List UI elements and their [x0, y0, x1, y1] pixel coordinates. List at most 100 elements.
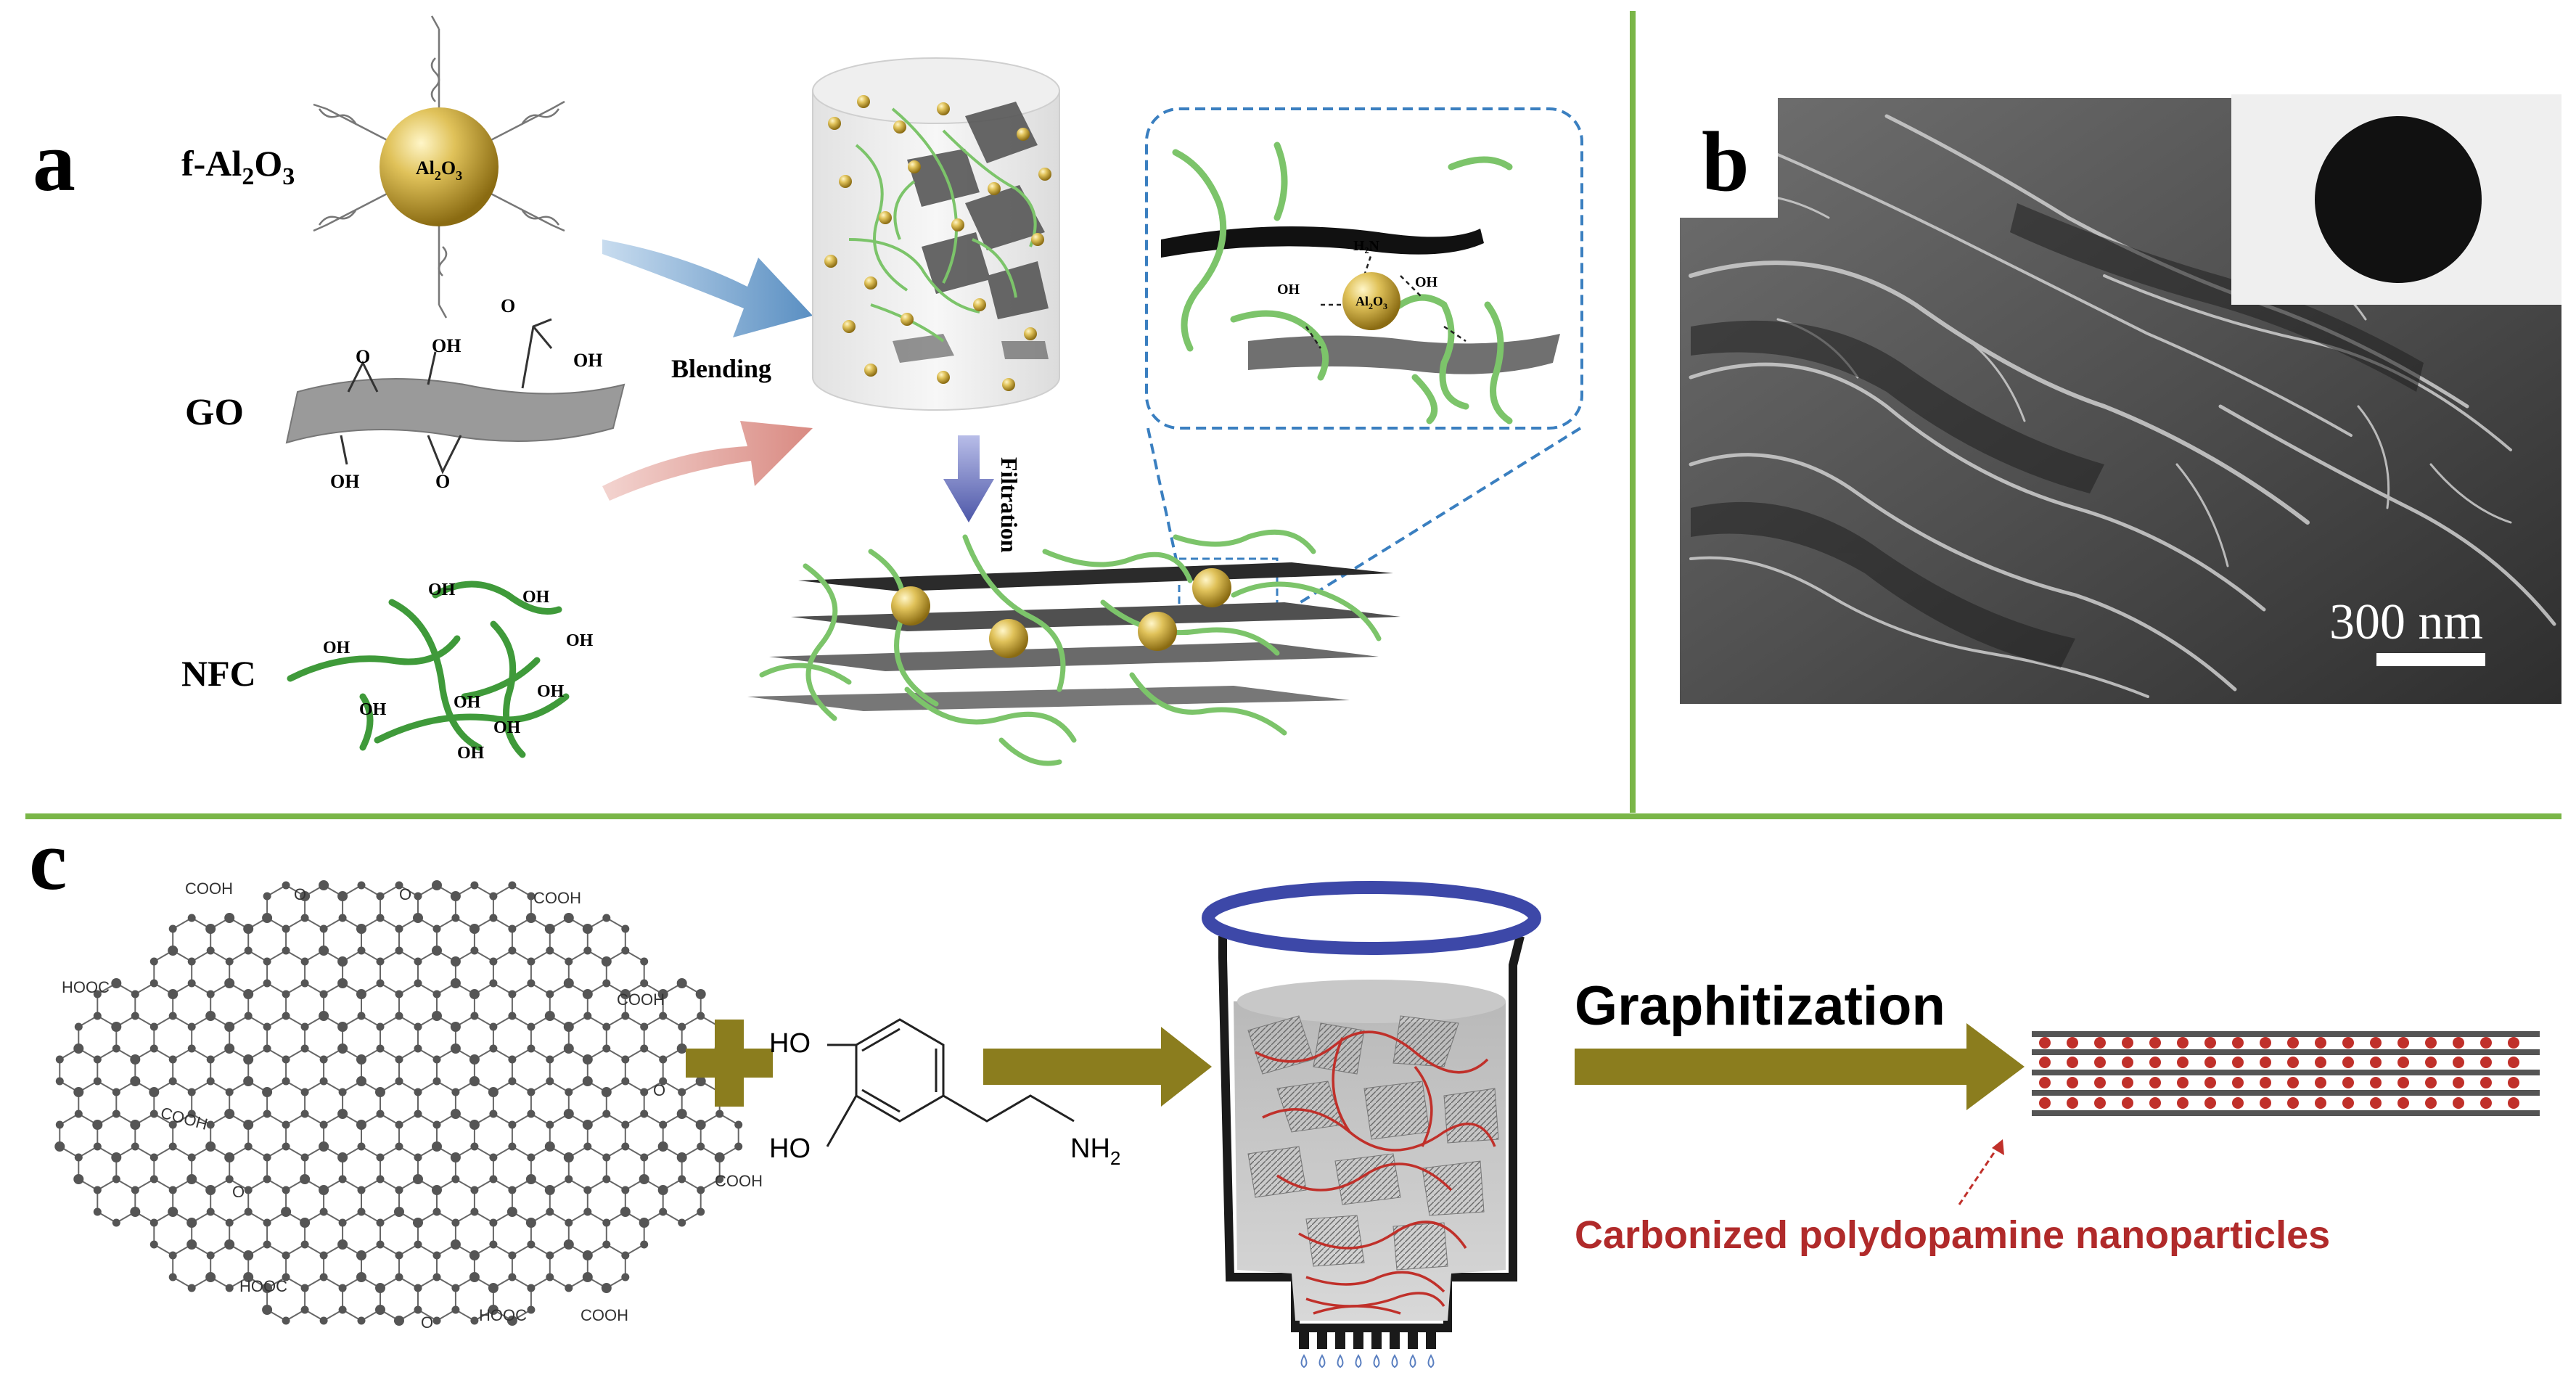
lattice-atom [149, 957, 158, 966]
carbon-nanoparticle [2342, 1097, 2354, 1109]
panel-b: b 300 nm [1680, 94, 2561, 704]
lattice-atom [243, 1076, 254, 1086]
lattice-atom [414, 1022, 422, 1031]
lattice-atom [356, 1120, 366, 1130]
carbon-nanoparticle [2232, 1077, 2244, 1088]
carbon-nanoparticle [2094, 1037, 2106, 1049]
lattice-atom [697, 1012, 705, 1020]
lattice-atom [582, 1076, 593, 1086]
lattice-atom [130, 1207, 141, 1217]
lattice-atom [602, 1110, 611, 1118]
lattice-atom [414, 1044, 422, 1053]
annotation-arrowhead [1992, 1139, 2004, 1155]
panel-b-letter-box [1680, 94, 1778, 218]
lattice-atom [469, 989, 480, 999]
lattice-atom [130, 1120, 141, 1130]
lattice-atom [319, 1207, 328, 1216]
lattice-atom [432, 1185, 442, 1195]
zoom-box [1145, 107, 1583, 430]
lattice-atom [527, 1110, 536, 1118]
lattice-atom [414, 1284, 422, 1292]
lattice-atom [546, 1207, 554, 1216]
lattice-atom [74, 1022, 83, 1031]
lattice-atom [282, 1120, 290, 1129]
carbon-nanoparticle [2287, 1097, 2299, 1109]
lattice-atom [395, 1077, 403, 1086]
lattice-atom [621, 924, 630, 933]
panel-a-letter: a [33, 114, 75, 209]
lattice-atom [225, 957, 234, 966]
lattice-atom [375, 1087, 385, 1097]
lattice-atom [300, 1240, 309, 1249]
dopamine-nh2: NH2 [1070, 1133, 1120, 1169]
lattice-atom [432, 924, 441, 933]
go-oh-1: OH [432, 335, 461, 356]
lattice-atom [583, 1012, 592, 1020]
graphene-layer [2032, 1049, 2540, 1055]
lattice-atom [450, 1043, 461, 1054]
lattice-atom [224, 1239, 235, 1250]
blending-cylinder [812, 57, 1060, 411]
lattice-atom [544, 1141, 555, 1152]
carbon-nanoparticle [2508, 1097, 2519, 1109]
lattice-atom [565, 957, 573, 966]
lattice-atom [187, 1153, 196, 1162]
lattice-atom [300, 1110, 309, 1118]
lattice-atom [601, 956, 612, 967]
go-cooh-1: COOH [185, 879, 233, 898]
lattice-atom [563, 1109, 574, 1119]
lattice-atom [489, 957, 498, 966]
lattice-atom [582, 1250, 593, 1260]
lattice-atom [489, 1175, 498, 1184]
lattice-atom [300, 914, 309, 922]
lattice-atom [281, 1207, 292, 1217]
carbon-nanoparticle [2122, 1037, 2133, 1049]
lattice-atom [130, 1054, 141, 1065]
lattice-atom [168, 989, 179, 999]
lattice-atom [168, 1055, 177, 1064]
lattice-atom [319, 1185, 329, 1195]
carbon-nanoparticle [2453, 1097, 2464, 1109]
lattice-atom [206, 990, 215, 998]
lattice-atom [395, 1055, 403, 1064]
lattice-atom [205, 924, 216, 934]
lattice-atom [131, 1142, 139, 1151]
lattice-atom [621, 1142, 630, 1151]
lattice-atom [186, 1218, 197, 1228]
carbon-nanoparticle [2480, 1077, 2492, 1088]
lattice-atom [565, 1175, 573, 1184]
lattice-atom [337, 891, 348, 901]
lattice-atom [282, 924, 290, 933]
carbon-nanoparticle [2260, 1077, 2271, 1088]
lattice-atom [413, 1174, 423, 1184]
lattice-atom [244, 946, 253, 955]
lattice-atom [376, 1218, 385, 1227]
graphitization-label: Graphitization [1575, 975, 1945, 1037]
lattice-atom [640, 1240, 649, 1249]
lattice-atom [187, 1022, 196, 1031]
go-cooh-3: COOH [617, 991, 665, 1009]
lattice-atom [527, 1044, 536, 1053]
lattice-atom [168, 1186, 177, 1194]
lattice-atom [112, 1044, 120, 1053]
nfc-oh-4: OH [323, 639, 350, 657]
carbon-nanoparticle [2067, 1077, 2078, 1088]
lattice-atom [602, 1240, 611, 1249]
carbon-nanoparticle [2453, 1037, 2464, 1049]
lattice-atom [432, 1207, 441, 1216]
lattice-atom [300, 979, 309, 988]
lattice-atom [451, 1175, 460, 1184]
carbon-nanoparticle [2315, 1077, 2326, 1088]
lattice-atom [319, 1316, 328, 1325]
lattice-atom [131, 1012, 139, 1020]
lattice-atom [243, 989, 254, 999]
lattice-atom [319, 946, 329, 956]
lattice-atom [149, 1022, 158, 1031]
carbon-nanoparticle [2480, 1057, 2492, 1068]
lattice-atom [469, 1272, 480, 1282]
lattice-atom [470, 946, 479, 955]
lattice-atom [678, 1218, 686, 1227]
go-hooc-3: HOOC [479, 1306, 527, 1324]
lattice-atom [300, 1305, 309, 1314]
lattice-atom [432, 880, 442, 890]
